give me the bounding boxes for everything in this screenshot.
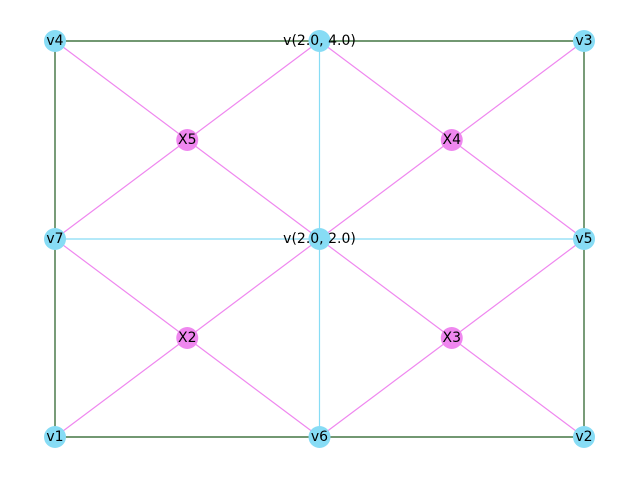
- node-X5: [176, 129, 199, 151]
- edge-v7-X2: [54, 238, 188, 339]
- node-v2: [573, 426, 595, 448]
- node-label-v6: v6: [311, 429, 328, 445]
- edge-v4-X5: [54, 40, 188, 141]
- node-label-v5: v5: [575, 231, 592, 247]
- node-v3: [573, 30, 595, 52]
- edge-X3-v2: [451, 337, 585, 438]
- edge-X5-vmid: [186, 139, 320, 240]
- node-label-v7: v7: [46, 231, 63, 247]
- node-label-X2: X2: [178, 330, 197, 346]
- edge-v5-X3: [451, 238, 585, 339]
- edges-layer: [54, 40, 585, 438]
- edge-vtop-X4: [319, 40, 453, 141]
- edge-vmid-X3: [319, 238, 453, 339]
- nodes-layer: [44, 30, 595, 448]
- node-label-v4: v4: [46, 33, 63, 49]
- node-v7: [44, 228, 66, 250]
- node-label-vmid: v(2.0, 2.0): [283, 231, 356, 247]
- edge-X5-v7: [54, 139, 188, 240]
- node-label-X4: X4: [443, 132, 462, 148]
- edge-v3-X4: [451, 40, 585, 141]
- node-vmid: [308, 228, 331, 250]
- node-label-X5: X5: [178, 132, 197, 148]
- node-X4: [440, 129, 463, 151]
- edge-X2-v6: [186, 337, 320, 438]
- node-label-v1: v1: [46, 429, 63, 445]
- edge-vtop-X5: [186, 40, 320, 141]
- node-v4: [44, 30, 66, 52]
- node-vtop: [308, 30, 331, 52]
- node-label-X3: X3: [443, 330, 462, 346]
- edge-X2-v1: [54, 337, 188, 438]
- node-v6: [308, 426, 331, 448]
- edge-X3-v6: [319, 337, 453, 438]
- node-label-v3: v3: [575, 33, 592, 49]
- node-v5: [573, 228, 595, 250]
- edge-vmid-X2: [186, 238, 320, 339]
- edge-X4-v5: [451, 139, 585, 240]
- node-label-vtop: v(2.0, 4.0): [283, 33, 356, 49]
- node-v1: [44, 426, 66, 448]
- node-X3: [440, 327, 463, 349]
- node-X2: [176, 327, 199, 349]
- node-label-v2: v2: [575, 429, 592, 445]
- edge-X4-vmid: [319, 139, 453, 240]
